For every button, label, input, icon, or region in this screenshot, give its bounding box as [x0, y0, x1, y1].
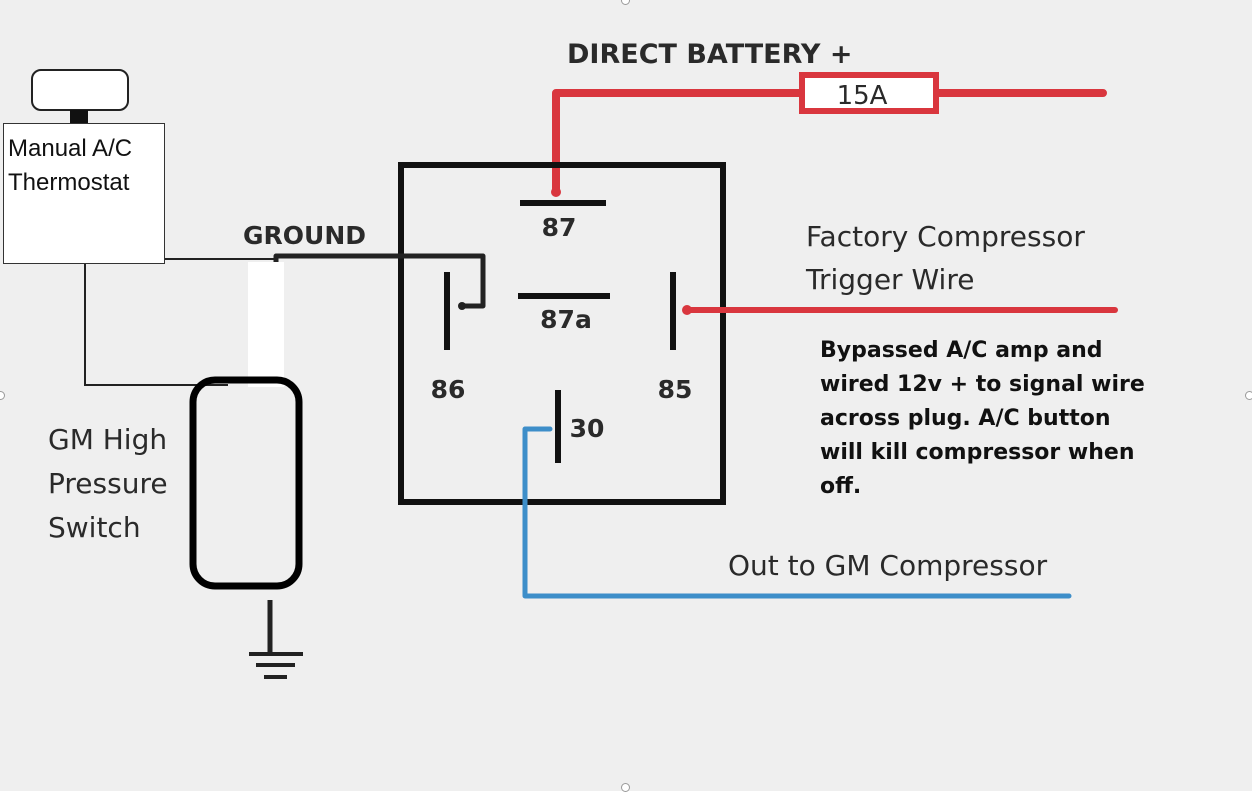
resize-handle-top[interactable] [621, 0, 630, 5]
switch-label-line1: GM High [48, 423, 167, 456]
switch-label-line3: Switch [48, 511, 141, 544]
note-line-1: Bypassed A/C amp and [820, 338, 1103, 363]
thermostat-label-line2: Thermostat [8, 169, 130, 196]
direct-battery-label: DIRECT BATTERY + [567, 39, 853, 70]
trigger-label-line1: Factory Compressor [806, 220, 1085, 253]
note-line-5: off. [820, 474, 862, 499]
trigger-label-line2: Trigger Wire [805, 263, 974, 296]
compressor-out-label: Out to GM Compressor [728, 549, 1048, 582]
thermostat-switch-line [84, 264, 228, 386]
switch-label-line2: Pressure [48, 467, 168, 500]
thermostat-knob [31, 69, 129, 111]
terminal-87-connection [551, 187, 561, 197]
terminal-85-label: 85 [658, 375, 693, 404]
thermostat-stem [70, 110, 88, 123]
battery-feed-wire [552, 89, 1107, 196]
terminal-87a-label: 87a [540, 305, 592, 334]
resize-handle-right[interactable] [1245, 391, 1252, 400]
terminal-85-connection [682, 305, 692, 315]
note-line-4: will kill compressor when [820, 440, 1135, 465]
note-line-3: across plug. A/C button [820, 406, 1111, 431]
ground-signal-wire [273, 253, 486, 309]
relay-body [398, 162, 726, 505]
ground-label: GROUND [243, 221, 366, 250]
fuse-15a [799, 72, 939, 114]
switch-connector [248, 262, 284, 387]
thermostat-label-line1: Manual A/C [8, 135, 133, 162]
bypass-note: Bypassed A/C amp and wired 12v + to sign… [820, 334, 1150, 504]
terminal-86-connection [458, 302, 466, 310]
note-line-2: wired 12v + to signal wire [820, 372, 1145, 397]
resize-handle-left[interactable] [0, 391, 5, 400]
thermostat-box: Manual A/C Thermostat [3, 123, 165, 264]
terminal-87-label: 87 [542, 213, 577, 242]
terminal-30-label: 30 [570, 414, 605, 443]
terminal-86-label: 86 [431, 375, 466, 404]
pressure-switch-body [189, 376, 303, 590]
fuse-label: 15A [837, 81, 888, 111]
compressor-output-wire [522, 426, 1072, 599]
